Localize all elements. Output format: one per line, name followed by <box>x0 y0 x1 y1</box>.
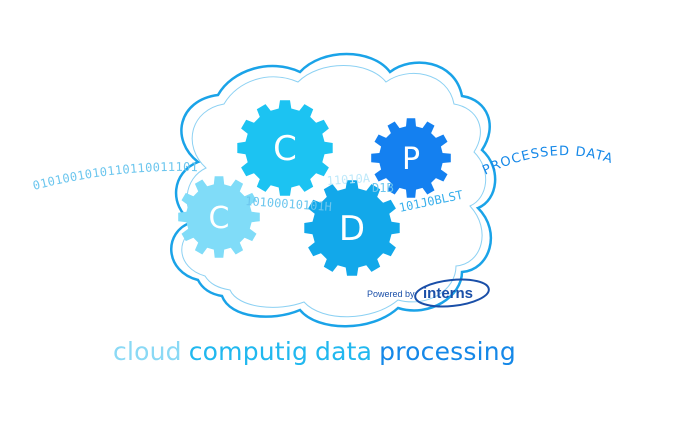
gear-icon-d-2: D <box>304 180 400 276</box>
gear-body <box>371 118 451 198</box>
binary-stream-middle: 10100010101H <box>245 194 332 214</box>
powered-by-logo: Powered by interns <box>367 278 490 308</box>
gear-icon-c-0: C <box>237 100 333 196</box>
caption-word-cloud: cloud <box>113 337 182 366</box>
svg-text:interns: interns <box>423 285 473 302</box>
binary-stream-right: PROCESSED DATA <box>480 144 615 178</box>
gear-letter: P <box>402 142 420 177</box>
binary-stream-after-d: D1B <box>372 181 394 195</box>
gear-body <box>178 176 260 258</box>
caption-word-data: data <box>315 337 373 366</box>
gear-body <box>304 180 400 276</box>
gears-group: C C D P <box>178 100 451 276</box>
caption-word-computig: computig <box>188 337 309 366</box>
svg-text:Powered by: Powered by <box>367 289 415 299</box>
gear-letter: C <box>209 201 230 236</box>
binary-stream-left: 0101001010110110011101 <box>31 160 198 193</box>
cloud-inner-outline-icon <box>181 65 487 318</box>
gear-icon-p-3: P <box>371 118 451 198</box>
gear-icon-c-1: C <box>178 176 260 258</box>
gear-letter: D <box>339 209 365 249</box>
gear-letter: C <box>273 129 297 169</box>
binary-stream-over-d: 11010A <box>326 171 371 188</box>
caption-word-processing: processing <box>379 337 516 366</box>
gear-body <box>237 100 333 196</box>
